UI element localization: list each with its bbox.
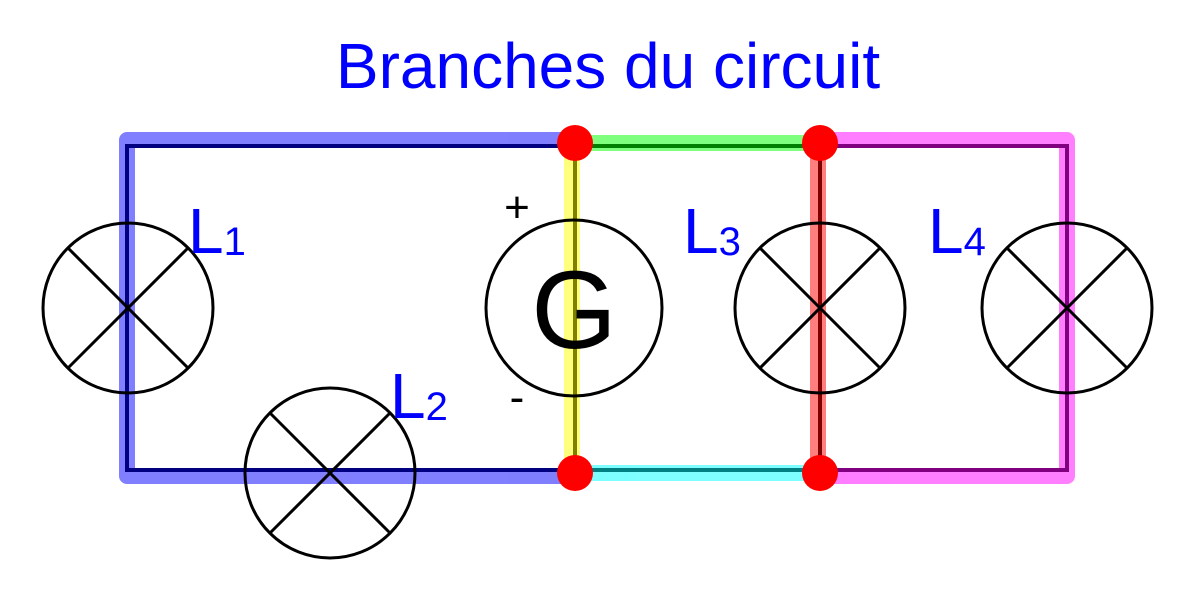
lamp-l1-cross-b [66, 246, 190, 370]
lamp-l4-circle [980, 221, 1154, 395]
node-top-right [802, 125, 838, 161]
label-l4-name: L [928, 195, 964, 267]
label-l2-sub: 2 [426, 385, 448, 429]
node-bottom-right [802, 455, 838, 491]
label-l3-name: L [683, 195, 719, 267]
lamp-l1 [41, 221, 215, 395]
label-l1-name: L [188, 195, 224, 267]
label-l3: L3 [683, 195, 741, 267]
generator-plus-sign: + [504, 183, 530, 232]
lamp-l3 [733, 221, 907, 395]
lamp-l4 [980, 221, 1154, 395]
circuit-nodes [557, 125, 838, 491]
lamp-l3-circle [733, 221, 907, 395]
lamp-l2 [243, 386, 417, 560]
generator-letter: G [531, 249, 617, 372]
lamp-labels: L1 L2 L3 L4 [188, 195, 986, 432]
lamp-l1-circle [41, 221, 215, 395]
generator: G + - [484, 183, 664, 422]
branch-magenta [830, 132, 1075, 484]
lamp-l2-cross-b [268, 411, 392, 535]
generator-circle [484, 218, 664, 398]
label-l1-sub: 1 [224, 220, 246, 264]
node-bottom-left [557, 455, 593, 491]
label-l4-sub: 4 [964, 220, 986, 264]
diagram-title: Branches du circuit [336, 30, 880, 102]
lamp-l2-circle [243, 386, 417, 560]
label-l1: L1 [188, 195, 246, 267]
lamp-l4-cross-b [1005, 246, 1129, 370]
label-l4: L4 [928, 195, 986, 267]
generator-minus-sign: - [510, 373, 525, 422]
label-l2-name: L [390, 360, 426, 432]
label-l3-sub: 3 [719, 220, 741, 264]
label-l2: L2 [390, 360, 448, 432]
lamp-l3-cross-b [758, 246, 882, 370]
node-top-left [557, 125, 593, 161]
